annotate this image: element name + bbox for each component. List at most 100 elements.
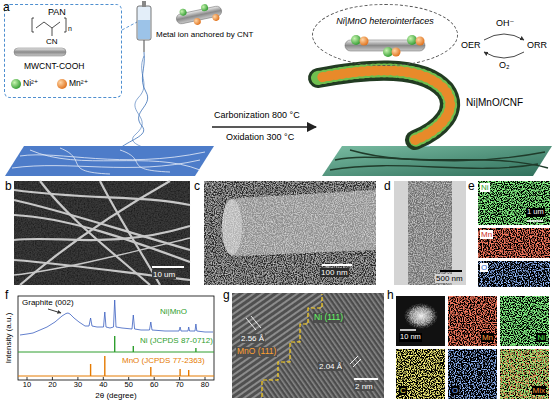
bracket [32,18,66,32]
scale-label: 500 nm [435,274,464,283]
material-name: MWCNT-COOH [24,62,84,72]
fiber-end [222,199,242,255]
tick-label: 80 [201,381,209,390]
tick-label: 30 [74,381,82,390]
reference-peak [104,356,105,376]
ni-particle [351,35,361,45]
baseline [18,376,214,377]
tick-label: 70 [175,381,183,390]
hrtem-mno-region [232,293,384,398]
ni-ion [200,4,208,12]
element-label: C [399,386,407,395]
element-label: O [451,386,459,395]
figure-panel: aPANCNnMWCNT-COOHNi²⁺Mn²⁺Ni|MnO heteroin… [0,0,554,178]
eds-map-tile: O [448,349,497,399]
fringe-mark [353,359,361,367]
element-label: Ni [480,183,490,192]
process-label: Oxidation 300 °C [226,132,294,142]
polymer-name: PAN [48,7,66,17]
plunger [142,1,146,7]
eds-map-tile: O [478,261,550,287]
tick [154,377,155,380]
scale-bar [527,220,543,222]
element-label: Ni [536,333,546,342]
spacing-label: 2.04 Å [318,362,343,371]
process-arrow [212,126,316,128]
scale-bar [354,378,378,380]
pointer-arrow [48,309,61,313]
scale-bar [400,329,416,331]
mn-map [478,228,550,258]
o-map [478,261,550,287]
cycle-arrow [484,52,524,58]
tick-label: 50 [125,381,133,390]
spacing-label: 2.56 Å [240,334,265,343]
baseline [18,352,214,353]
syringe [137,1,151,52]
series-label: Ni (JCPDS 87-0712) [140,336,213,345]
ni-particles [318,70,450,140]
mn-ion [57,79,67,89]
side-bond [52,28,53,36]
fiber [100,181,160,285]
fiber-web [330,150,548,170]
mno-particle [416,37,425,46]
ni-map [478,181,550,225]
fiber [350,150,548,168]
tick [27,377,28,380]
chain-bond [36,22,60,28]
mno-particle [360,37,369,46]
fiber [14,226,190,240]
reference-peak [195,348,196,352]
interface-line [262,294,322,397]
series-label: Ni|MnO [160,307,187,316]
tick [52,377,53,380]
peak-label: Graphite (002) [22,298,74,307]
reference-peak [114,336,115,352]
scale-label: 1 um [526,208,545,217]
panel-letter: a [3,1,10,15]
species-label: OH⁻ [496,18,514,28]
ion-label: Mn²⁺ [69,79,88,89]
material-name: Ni|MnO/CNF [466,97,523,109]
mn-map [448,296,497,346]
mno-particle [392,48,401,57]
tick-label: 10 [23,381,31,390]
cnt [175,5,222,24]
fiber [120,150,170,172]
cycle-arrow [484,34,524,40]
group-label: CN [46,37,58,46]
element-label: Mix [532,386,546,395]
mno-reference [18,356,214,376]
tick [179,377,180,380]
axis-title: Intensity (a.u.) [4,313,13,364]
cnt-with-ions [175,1,224,29]
eds-map-tile: 10 nm [396,296,445,346]
tick [103,377,104,380]
panel-letter: d [384,180,391,194]
plot-frame [18,296,214,380]
interface-label: Ni|MnO heterointerfaces [336,16,433,26]
scale-label: 10 nm [399,333,422,342]
needle [143,40,144,52]
fiber [408,181,452,285]
figure-panel: h10 nmMnNiCOMix [386,288,554,403]
ni-map [500,296,549,346]
scale-label: 2 nm [354,382,374,391]
figure-panel: d [384,178,468,286]
panel-letter: e [468,180,475,194]
reference-peak [150,367,151,376]
mn-ion [212,13,220,21]
reference-peak [133,346,134,352]
fiber [14,260,190,280]
particle [404,303,438,329]
o-map [448,349,497,399]
panel-letter: c [194,180,200,194]
panel-letter: g [223,289,230,303]
ni-ion [11,79,21,89]
fiber [224,190,376,256]
ni-ion [179,8,187,16]
